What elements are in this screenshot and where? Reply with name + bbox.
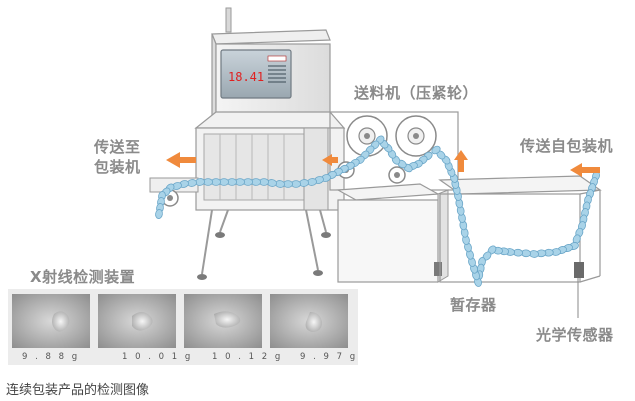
- figure-caption: 连续包装产品的检测图像: [6, 383, 150, 398]
- xray-product-shadow: [214, 311, 241, 328]
- label-buffer: 暂存器: [450, 296, 497, 314]
- label-feeder: 送料机（压紧轮）: [354, 84, 479, 102]
- label-from-packaging: 传送自包装机: [520, 137, 614, 155]
- arrow-left-icon: [166, 152, 196, 168]
- xray-sample-tile: [270, 294, 348, 348]
- package-unit: [431, 145, 441, 155]
- xray-product-shadow: [52, 311, 70, 332]
- xray-product-shadow: [132, 312, 153, 331]
- buffer-unit: [335, 183, 449, 283]
- xray-sample-tile: [98, 294, 176, 348]
- label-xray: X射线检测装置: [30, 268, 136, 286]
- label-to-packaging-line1: 传送至: [94, 138, 141, 156]
- xray-machine: [194, 7, 346, 280]
- xray-sample-image: [12, 294, 90, 348]
- sample-weight-2: 1 0 . 0 1 g: [122, 352, 193, 362]
- arrow-up-icon: [454, 150, 468, 172]
- sample-weight-3: 1 0 . 1 2 g: [212, 352, 283, 362]
- screen-reading: 18.41: [228, 70, 265, 84]
- optical-sensor: [574, 262, 584, 278]
- label-optical-sensor: 光学传感器: [536, 326, 614, 344]
- package-chain: [155, 135, 600, 287]
- sample-weight-4: 9 . 9 7 g: [300, 352, 358, 362]
- label-to-packaging-line2: 包装机: [94, 158, 141, 176]
- xray-image-strip: [8, 289, 358, 365]
- sample-weight-1: 9 . 8 8 g: [22, 352, 80, 362]
- xray-sample-tile: [12, 294, 90, 348]
- xray-product-shadow: [305, 312, 322, 332]
- package-unit: [155, 209, 163, 219]
- buffer-box: [337, 199, 439, 283]
- arrow-left-icon: [322, 154, 338, 166]
- flow-arrows: [166, 150, 600, 177]
- antenna: [225, 7, 232, 33]
- arrow-left-icon: [570, 163, 600, 177]
- xray-sample-tile: [184, 294, 262, 348]
- display-screen: [220, 49, 292, 99]
